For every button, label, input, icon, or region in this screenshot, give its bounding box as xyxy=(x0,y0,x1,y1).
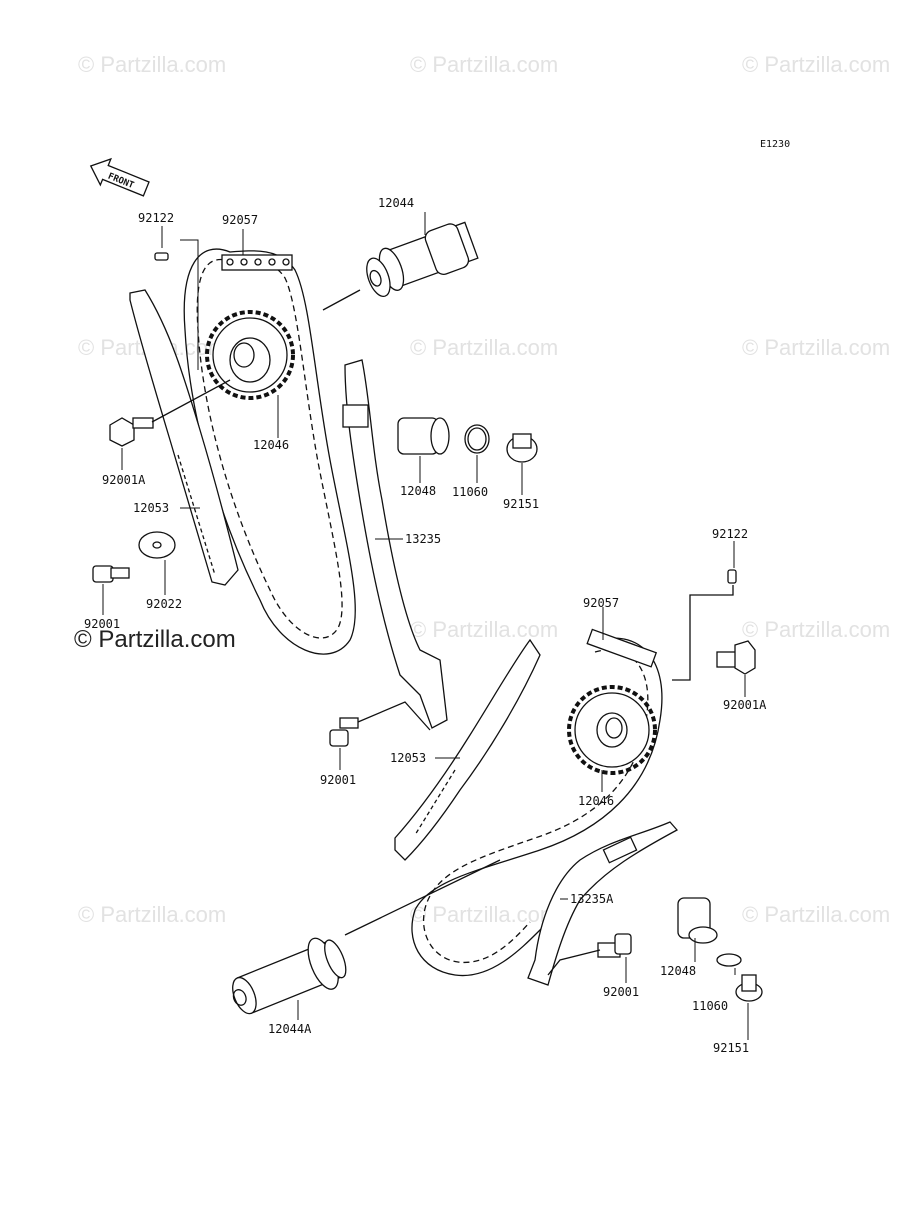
chain-guide-top xyxy=(344,359,448,729)
label-guide-bottom[interactable]: 12053 xyxy=(390,751,426,765)
label-washer[interactable]: 92022 xyxy=(146,597,182,611)
sprocket-bottom xyxy=(567,685,657,775)
label-sprocket-bottom[interactable]: 12046 xyxy=(578,794,614,808)
washer xyxy=(138,531,176,559)
watermark: © Partzilla.com xyxy=(742,902,890,927)
label-guide-top[interactable]: 12053 xyxy=(133,501,169,515)
label-chain-bottom[interactable]: 92057 xyxy=(583,596,619,610)
label-chain-guide-bottom[interactable]: 13235A xyxy=(570,892,614,906)
oring-top xyxy=(464,424,490,454)
plug-top xyxy=(506,433,538,463)
label-bolt-top[interactable]: 92001 xyxy=(84,617,120,631)
tensioner-top xyxy=(397,417,450,455)
label-plug-top[interactable]: 92151 xyxy=(503,497,539,511)
bolt-mid xyxy=(329,717,359,747)
label-chain-top[interactable]: 92057 xyxy=(222,213,258,227)
diagram-code: E1230 xyxy=(760,139,790,150)
oring-bottom xyxy=(716,953,742,967)
label-camshaft-top[interactable]: 12044 xyxy=(378,196,414,210)
chain-top xyxy=(183,248,356,655)
pin-bottom xyxy=(727,569,737,584)
label-camshaft-bottom[interactable]: 12044A xyxy=(268,1022,312,1036)
label-bolt-mid[interactable]: 92001 xyxy=(320,773,356,787)
labels-lower: 92122 92057 92001A 12053 12046 92001 132… xyxy=(268,527,767,1055)
label-chain-guide-top[interactable]: 13235 xyxy=(405,532,441,546)
label-tensioner-bottom[interactable]: 12048 xyxy=(660,964,696,978)
label-tensioner-top[interactable]: 12048 xyxy=(400,484,436,498)
watermark: © Partzilla.com xyxy=(78,52,226,77)
watermark: © Partzilla.com xyxy=(410,617,558,642)
label-bolt-a-bottom[interactable]: 92001A xyxy=(723,698,767,712)
bolt-bottom xyxy=(597,933,632,958)
watermark-bold: © Partzilla.com xyxy=(74,626,236,653)
label-oring-bottom[interactable]: 11060 xyxy=(692,999,728,1013)
labels-upper: 92122 92057 12044 12046 92001A 12053 920… xyxy=(84,196,539,631)
sprocket-top xyxy=(205,310,295,400)
front-arrow-icon: FRONT xyxy=(89,157,150,197)
plug-bottom xyxy=(735,974,763,1002)
tensioner-bottom xyxy=(677,897,718,944)
label-bolt-bottom[interactable]: 92001 xyxy=(603,985,639,999)
pin-top xyxy=(154,252,169,261)
label-pin-bottom[interactable]: 92122 xyxy=(712,527,748,541)
guide-top xyxy=(129,289,239,586)
watermark: © Partzilla.com xyxy=(742,335,890,360)
watermark-layer: © Partzilla.com © Partzilla.com © Partzi… xyxy=(74,52,890,927)
label-sprocket-top[interactable]: 12046 xyxy=(253,438,289,452)
label-pin-top[interactable]: 92122 xyxy=(138,211,174,225)
guide-bottom xyxy=(394,638,541,861)
watermark: © Partzilla.com xyxy=(78,902,226,927)
chain-bottom xyxy=(411,637,663,977)
camshaft-bottom xyxy=(232,937,347,1015)
watermark: © Partzilla.com xyxy=(742,617,890,642)
watermark: © Partzilla.com xyxy=(742,52,890,77)
bolt-top xyxy=(92,565,130,583)
bolt-a-bottom xyxy=(716,640,756,675)
watermark: © Partzilla.com xyxy=(410,902,558,927)
chain-links-top xyxy=(221,254,293,271)
watermark: © Partzilla.com xyxy=(410,52,558,77)
camshaft-top xyxy=(366,221,479,298)
chain-guide-bottom xyxy=(527,821,679,986)
bolt-a-top xyxy=(109,417,154,447)
leader-lines xyxy=(102,212,749,1040)
chain-links-bottom xyxy=(586,628,658,668)
label-plug-bottom[interactable]: 92151 xyxy=(713,1041,749,1055)
watermark: © Partzilla.com xyxy=(410,335,558,360)
label-oring-top[interactable]: 11060 xyxy=(452,485,488,499)
label-bolt-a-top[interactable]: 92001A xyxy=(102,473,146,487)
